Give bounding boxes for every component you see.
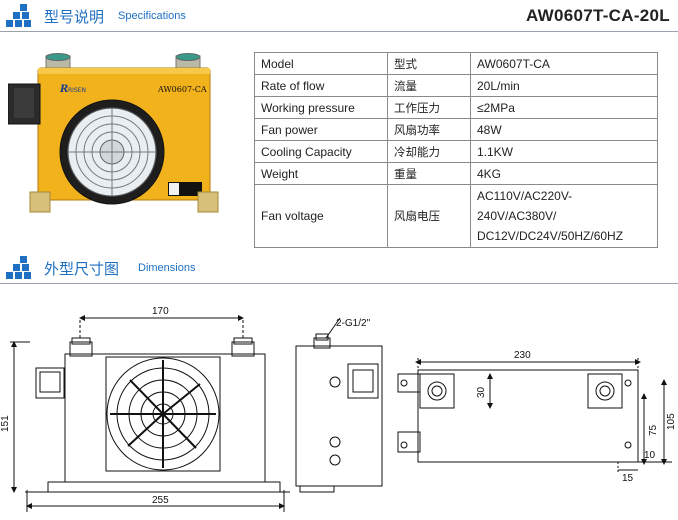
spec-value: 4KG: [470, 162, 658, 185]
spec-label-en: Fan voltage: [254, 184, 388, 248]
specifications-table: Model 型式 AW0607T-CA Rate of flow 流量 20L/…: [254, 52, 658, 248]
spec-label-cn: 冷却能力: [387, 140, 471, 163]
dimensions-title-cn: 外型尺寸图: [44, 260, 120, 278]
squares-icon: [6, 256, 34, 280]
side-view: [295, 317, 383, 493]
dim-top-105: 105: [666, 413, 677, 430]
spec-value-line-2: DC12V/DC24V/50HZ/60HZ: [477, 229, 624, 243]
header-rule: [0, 31, 678, 32]
spec-label-cn: 风扇功率: [387, 118, 471, 141]
dim-top-width: 230: [514, 350, 531, 361]
dimensions-header: 外型尺寸图 Dimensions: [0, 252, 678, 284]
spec-label-cn: 重量: [387, 162, 471, 185]
table-row: Cooling Capacity 冷却能力 1.1KW: [254, 140, 658, 163]
model-title: AW0607T-CA-20L: [525, 6, 670, 25]
header-rule: [0, 283, 678, 284]
specifications-title-en: Specifications: [118, 10, 186, 22]
dimensions-title-en: Dimensions: [138, 262, 196, 274]
squares-icon: [6, 4, 34, 28]
table-row: Model 型式 AW0607T-CA: [254, 52, 658, 75]
spec-label-en: Model: [254, 52, 388, 75]
spec-value: 20L/min: [470, 74, 658, 97]
model-plate: AW0607-CA: [157, 85, 207, 94]
spec-value: ≤2MPa: [470, 96, 658, 119]
dim-top-port: 30: [476, 386, 487, 398]
product-image: R RISEN AW0607-CA: [7, 52, 244, 222]
dimension-drawings: 170 151 255 2-G1/2" 230 30 75 105 10 15: [0, 306, 677, 512]
dim-top-75: 75: [648, 424, 659, 436]
dim-top-15: 15: [622, 473, 634, 484]
spec-label-cn: 风扇电压: [387, 184, 471, 248]
spec-value: 1.1KW: [470, 140, 658, 163]
dim-front-height: 151: [0, 415, 11, 432]
spec-label-en: Working pressure: [254, 96, 388, 119]
brand-label: RISEN: [68, 87, 86, 94]
dim-front-top: 170: [152, 306, 169, 317]
spec-label-en: Rate of flow: [254, 74, 388, 97]
dim-front-bottom: 255: [152, 495, 169, 506]
spec-value: AW0607T-CA: [470, 52, 658, 75]
spec-label-en: Fan power: [254, 118, 388, 141]
table-row: Working pressure 工作压力 ≤2MPa: [254, 96, 658, 119]
spec-label-en: Cooling Capacity: [254, 140, 388, 163]
table-row: Fan voltage 风扇电压 AC110V/AC220V-240V/AC38…: [254, 184, 658, 248]
table-row: Fan power 风扇功率 48W: [254, 118, 658, 141]
spec-value: AC110V/AC220V-240V/AC380V/ DC12V/DC24V/5…: [470, 184, 658, 248]
svg-text:R: R: [59, 84, 68, 95]
table-row: Rate of flow 流量 20L/min: [254, 74, 658, 97]
spec-label-cn: 型式: [387, 52, 471, 75]
specifications-title-cn: 型号说明: [44, 8, 105, 26]
spec-value: 48W: [470, 118, 658, 141]
top-view: [397, 358, 672, 474]
front-view: [10, 315, 290, 512]
table-row: Weight 重量 4KG: [254, 162, 658, 185]
specifications-header: 型号说明 Specifications AW0607T-CA-20L: [0, 0, 678, 32]
spec-label-en: Weight: [254, 162, 388, 185]
dim-top-10: 10: [644, 450, 656, 461]
dim-port-thread: 2-G1/2": [336, 318, 371, 329]
spec-label-cn: 流量: [387, 74, 471, 97]
spec-value-line-1: AC110V/AC220V-240V/AC380V/: [477, 189, 573, 223]
spec-label-cn: 工作压力: [387, 96, 471, 119]
